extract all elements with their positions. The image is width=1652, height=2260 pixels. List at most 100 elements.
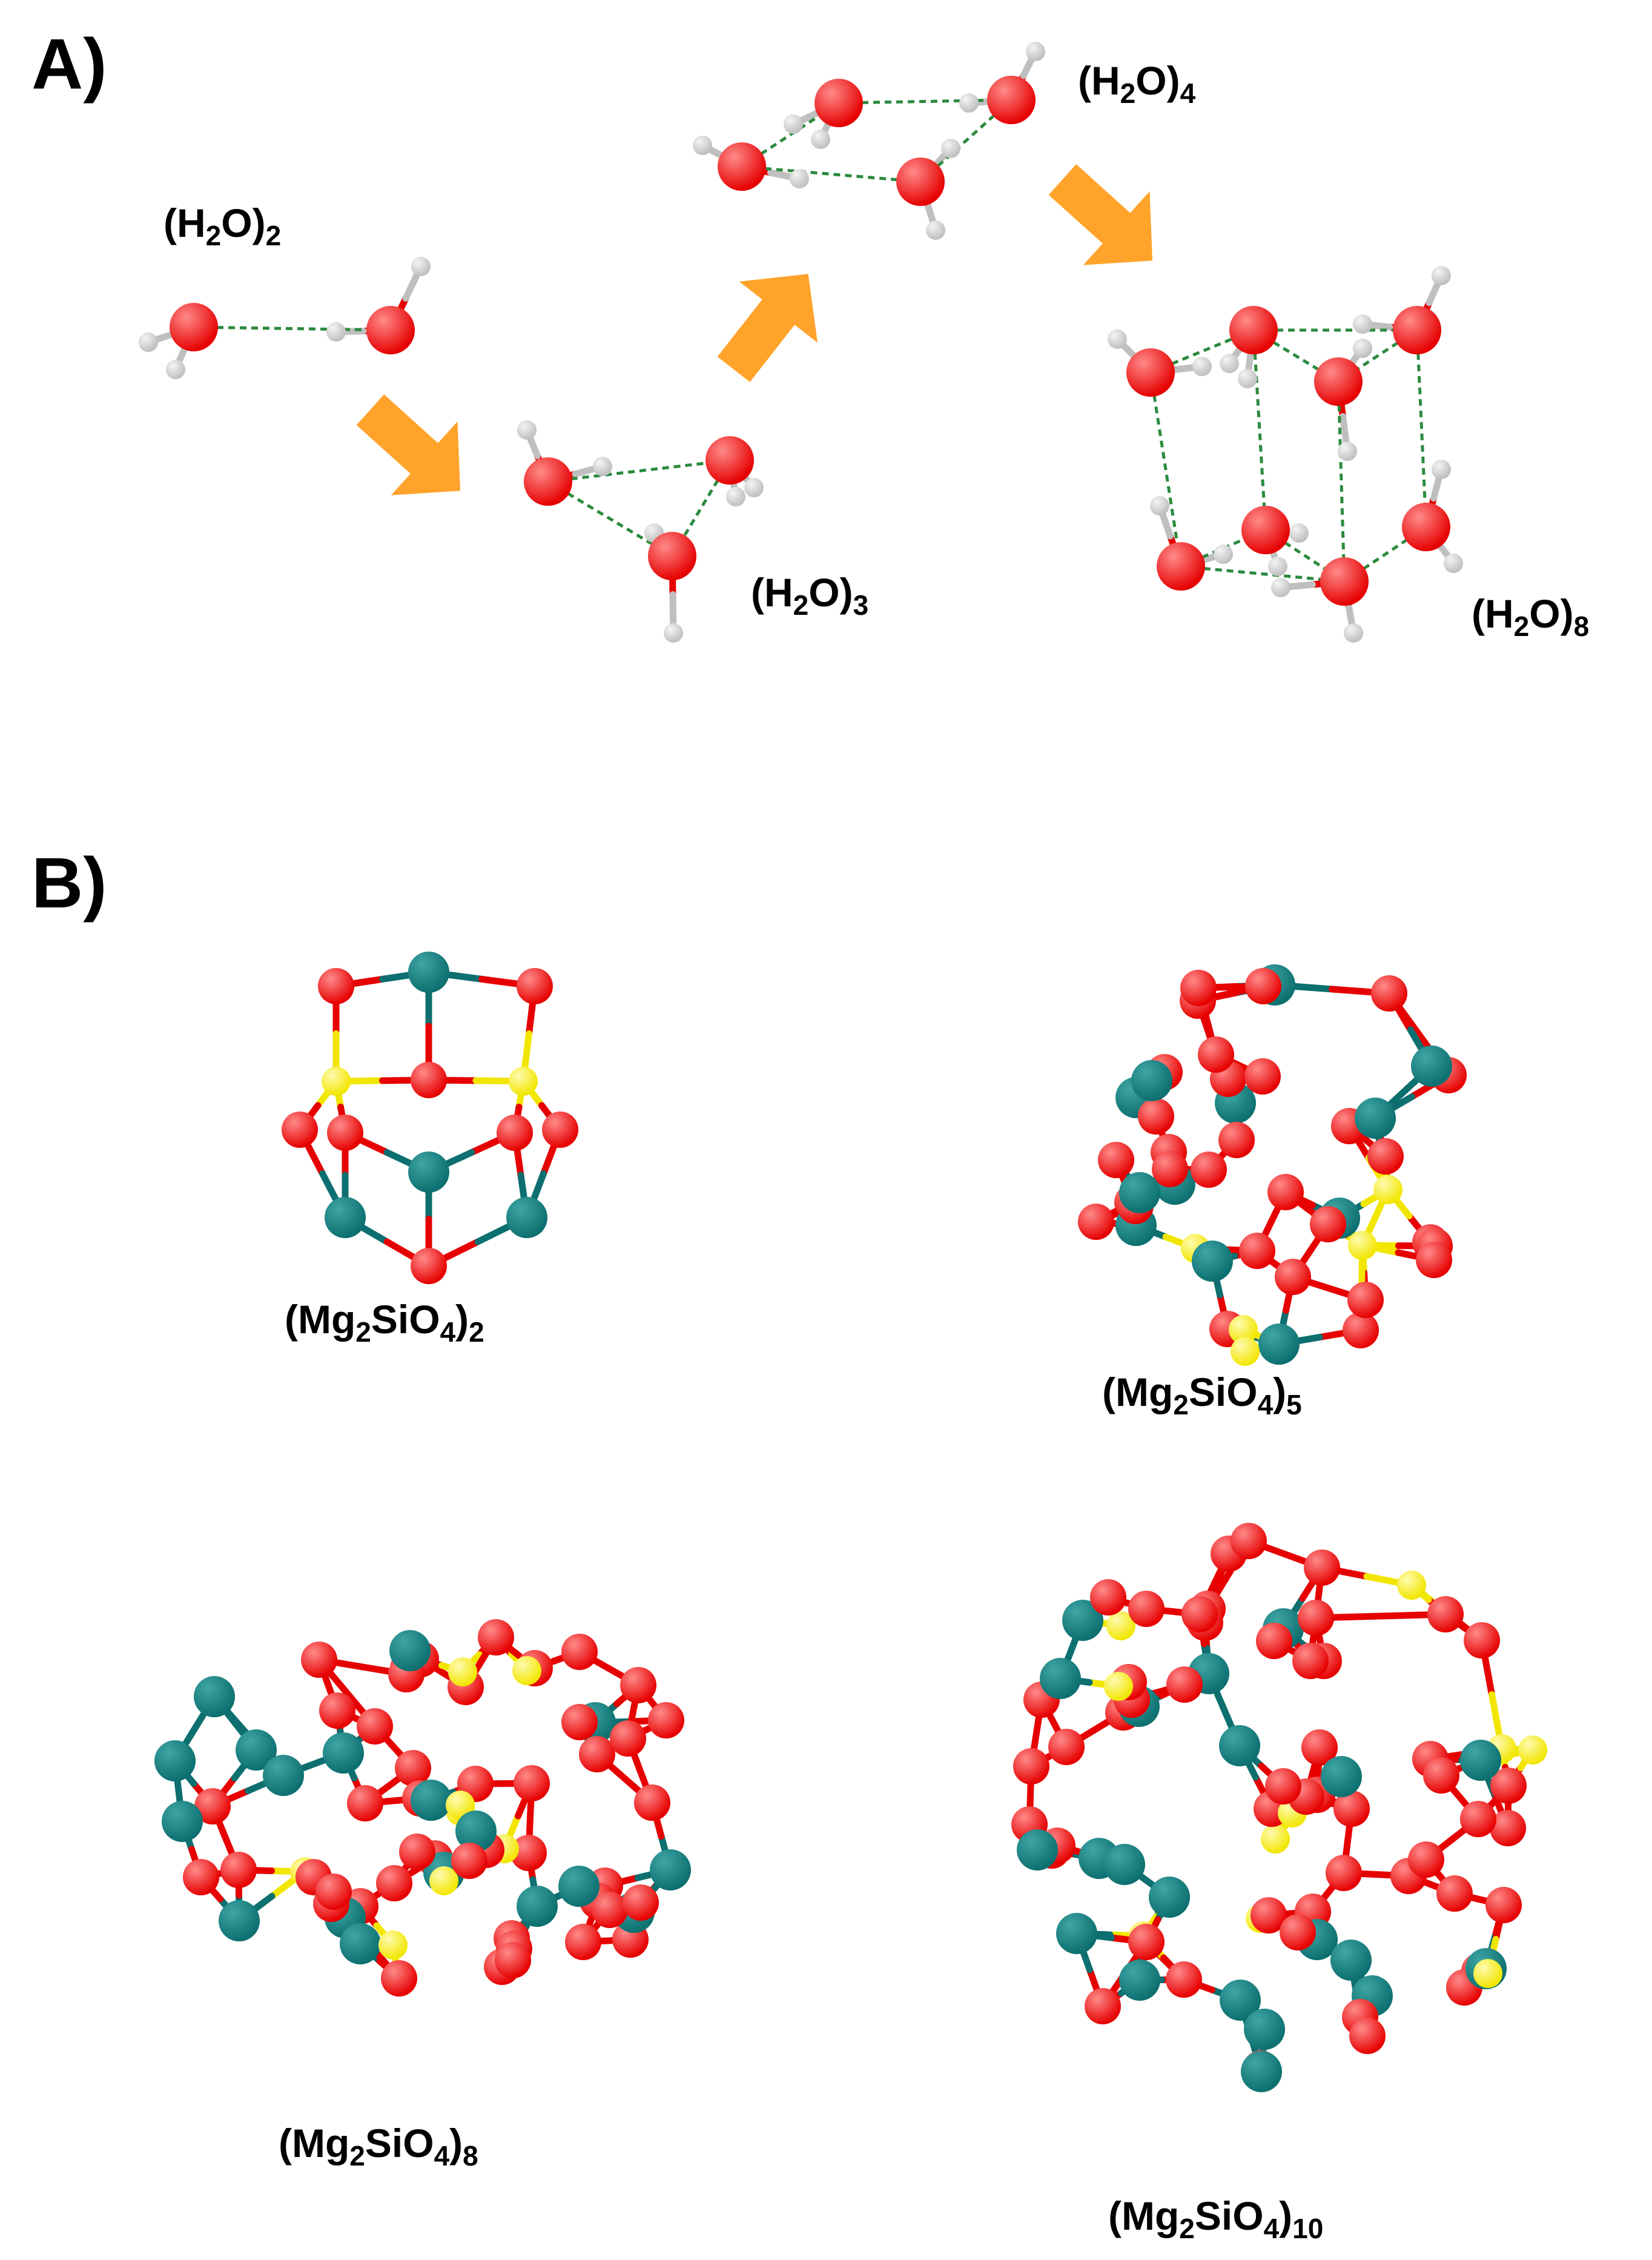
hydrogen-atom	[1150, 496, 1169, 515]
magnesium-atom	[162, 1801, 203, 1842]
oxygen-atom	[1408, 1841, 1444, 1878]
magnesium-atom	[1192, 1241, 1233, 1282]
silicon-atom	[429, 1866, 458, 1895]
magnesium-atom	[408, 1152, 449, 1193]
magnesium-atom	[1241, 2051, 1282, 2092]
label-water-octamer: (H2O)8	[1472, 591, 1590, 642]
oxygen-atom	[451, 1843, 487, 1879]
reaction-arrows	[356, 164, 1153, 495]
label-water-tetramer: (H2O)4	[1078, 58, 1196, 109]
oxygen-atom	[1166, 1961, 1202, 1998]
oxygen-atom	[327, 1115, 363, 1151]
magnesium-atom	[340, 1923, 381, 1964]
oxygen-atom	[1301, 1729, 1338, 1766]
oxygen-atom	[1181, 1596, 1218, 1632]
oxygen-atom	[1241, 506, 1290, 554]
oxygen-atom	[301, 1642, 337, 1678]
hydrogen-bond	[1415, 330, 1428, 528]
magnesium-atom	[236, 1729, 277, 1771]
oxygen-atom	[1423, 1757, 1459, 1794]
label-forsterite-decamer: (Mg2SiO4)10	[1108, 2193, 1324, 2244]
oxygen-atom	[183, 1859, 219, 1895]
oxygen-atom	[561, 1704, 598, 1740]
oxygen-atom	[1245, 968, 1281, 1004]
oxygen-atom	[1251, 1897, 1287, 1934]
magnesium-atom	[1149, 1877, 1190, 1918]
hydrogen-atom	[959, 93, 979, 113]
hydrogen-atom	[1344, 623, 1363, 643]
oxygen-atom	[542, 1112, 578, 1148]
magnesium-atom	[1017, 1829, 1058, 1871]
magnesium-atom	[323, 1732, 364, 1774]
oxygen-atom	[1490, 1768, 1527, 1804]
arrow-shape	[356, 394, 461, 495]
label-water-trimer: (H2O)3	[751, 570, 869, 621]
oxygen-atom	[1310, 1206, 1346, 1242]
oxygen-atom	[411, 1248, 447, 1284]
hydrogen-atom	[593, 457, 612, 476]
oxygen-atom	[623, 1884, 659, 1921]
oxygen-atom	[648, 532, 696, 580]
hydrogen-atom	[1432, 460, 1451, 479]
magnesium-atom	[455, 1811, 497, 1852]
hydrogen-atom	[411, 257, 431, 276]
hydrogen-atom	[726, 487, 745, 506]
silicon-atom	[1106, 1611, 1135, 1640]
hydrogen-atom	[784, 114, 803, 134]
silicon-atom	[1261, 1824, 1290, 1854]
magnesium-atom	[1040, 1658, 1081, 1699]
panel-label-b: B)	[31, 843, 107, 923]
oxygen-atom	[814, 79, 863, 127]
magnesium-atom	[1220, 1980, 1261, 2021]
hydrogen-atom	[1338, 442, 1357, 461]
oxygen-atom	[1298, 1600, 1334, 1636]
oxygen-atom	[592, 1892, 628, 1928]
magnesium-atom	[1244, 2009, 1285, 2050]
magnesium-atom	[1460, 1740, 1501, 1781]
oxygen-atom	[1320, 557, 1369, 606]
oxygen-atom	[1218, 1122, 1255, 1158]
hydrogen-bond	[1149, 372, 1183, 567]
oxygen-atom	[561, 1634, 598, 1670]
magnesium-atom	[325, 1197, 366, 1238]
arrow-shape	[1048, 164, 1153, 265]
oxygen-atom	[1126, 348, 1175, 397]
oxygen-atom	[517, 968, 553, 1004]
oxygen-atom	[1231, 1523, 1267, 1559]
silicon-atom	[1473, 1959, 1502, 1988]
oxygen-atom	[316, 1874, 352, 1910]
magnesium-atom	[650, 1849, 691, 1891]
oxygen-atom	[318, 968, 354, 1004]
silicon-atom	[1518, 1735, 1547, 1765]
oxygen-atom	[610, 1720, 646, 1757]
hydrogen-atom	[1220, 354, 1239, 373]
magnesium-atom	[389, 1630, 431, 1671]
oxygen-atom	[1367, 1138, 1404, 1175]
silicon-atom	[509, 1067, 538, 1096]
oxygen-atom	[1343, 1312, 1379, 1348]
oxygen-atom	[1078, 1204, 1114, 1240]
magnesium-atom	[517, 1886, 558, 1927]
magnesium-atom	[1321, 1756, 1362, 1797]
magnesium-atom	[154, 1740, 196, 1781]
oxygen-atom	[1460, 1801, 1496, 1837]
oxygen-atom	[220, 1852, 257, 1888]
oxygen-atom	[399, 1834, 435, 1870]
hydrogen-atom	[1432, 266, 1451, 285]
hydrogen-atom	[1268, 557, 1287, 576]
magnesium-atom	[194, 1676, 235, 1717]
oxygen-atom	[319, 1692, 355, 1729]
oxygen-atom	[1244, 1058, 1281, 1095]
oxygen-atom	[1485, 1887, 1522, 1923]
oxygen-atom	[347, 1785, 383, 1821]
magnesium-atom	[263, 1755, 304, 1796]
hydrogen-atom	[166, 360, 185, 379]
hydrogen-bond	[193, 325, 391, 332]
hydrogen-atom	[1444, 554, 1463, 573]
oxygen-atom	[1280, 1914, 1316, 1950]
oxygen-atom	[1314, 357, 1363, 406]
silicon-atom	[1373, 1175, 1403, 1204]
magnesium-atom	[1411, 1045, 1452, 1087]
oxygen-atom	[381, 1960, 417, 1997]
magnesium-atom	[1062, 1600, 1103, 1641]
